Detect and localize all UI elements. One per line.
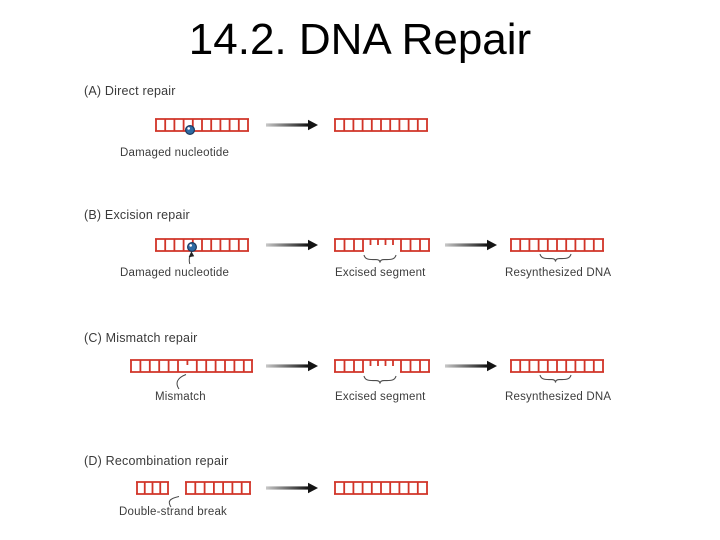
caption-excised-segment-c: Excised segment — [335, 391, 426, 403]
brace-icon — [363, 254, 397, 263]
dna-ladder-resynth-c — [510, 359, 604, 373]
caption-double-strand-break: Double-strand break — [119, 506, 227, 518]
dna-ladder-excised-b — [334, 238, 430, 252]
caption-resynthesized-dna-c: Resynthesized DNA — [505, 391, 612, 403]
caption-damaged-nucleotide-b: Damaged nucleotide — [120, 267, 230, 279]
brace-icon — [539, 253, 572, 262]
section-b-label: (B) Excision repair — [84, 208, 190, 222]
brace-icon — [363, 375, 397, 384]
caption-resynthesized-dna-b: Resynthesized DNA — [505, 267, 612, 279]
dna-ladder-damaged-a — [155, 118, 249, 132]
dna-ladder-mismatch-c — [130, 359, 253, 373]
dna-ladder-repaired-d — [334, 481, 428, 495]
dna-ladder-damaged-b — [155, 238, 249, 252]
dna-ladder-broken-d — [136, 481, 251, 495]
arrow-icon — [266, 119, 318, 131]
slide-title: 14.2. DNA Repair — [188, 15, 532, 64]
brace-icon — [539, 374, 572, 383]
damaged-nucleotide-icon — [185, 124, 196, 135]
caption-excised-segment-b: Excised segment — [335, 267, 426, 279]
arrow-icon — [445, 239, 497, 251]
dna-ladder-excised-c — [334, 359, 430, 373]
section-c-label: (C) Mismatch repair — [84, 331, 198, 345]
arrow-icon — [266, 239, 318, 251]
dna-ladder-resynth-b — [510, 238, 604, 252]
arrow-icon — [266, 360, 318, 372]
dna-ladder-repaired-a — [334, 118, 428, 132]
section-a-label: (A) Direct repair — [84, 84, 176, 98]
section-d-label: (D) Recombination repair — [84, 454, 229, 468]
arrow-icon — [266, 482, 318, 494]
damaged-nucleotide-icon — [187, 242, 198, 253]
arrow-icon — [445, 360, 497, 372]
caption-mismatch: Mismatch — [155, 391, 206, 403]
caption-damaged-nucleotide-a: Damaged nucleotide — [120, 147, 230, 159]
pointer-curve-line — [168, 496, 180, 508]
pointer-arrow-line — [188, 251, 195, 265]
pointer-curve-line — [176, 374, 187, 390]
